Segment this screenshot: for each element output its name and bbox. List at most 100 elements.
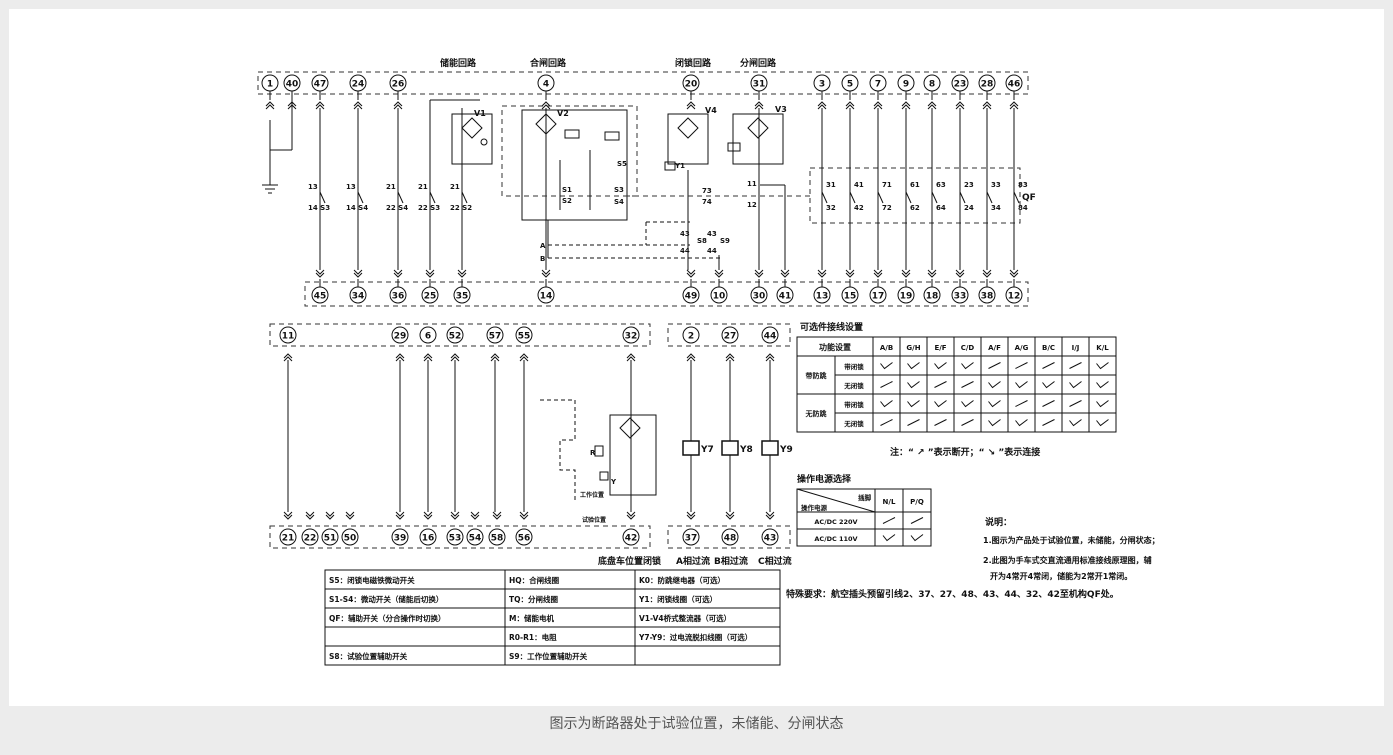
bottom-top-terminal-29-circle (391, 326, 409, 344)
top-chevron-5 (845, 101, 855, 110)
bottom-top-terminal-52-circle (446, 326, 464, 344)
power-table-diag (796, 488, 876, 513)
top-terminal-23-label: 23 (954, 80, 967, 90)
bottom-top-chevron-2 (686, 353, 696, 362)
bottom-top-terminal-57-label: 57 (489, 332, 502, 342)
bottom-bottom-chevron-43 (765, 511, 775, 520)
bottom-bottom-terminal-53-label: 53 (449, 534, 462, 544)
bottom-bottom-chevron-53 (450, 511, 460, 520)
top-bottom-terminal-15-label: 15 (844, 292, 857, 302)
bottom-top-chevron-27 (725, 353, 735, 362)
power-row-name: AC/DC 220V (814, 518, 857, 526)
connected-mark (880, 362, 893, 370)
switch-bottom-label: 14 S3 (308, 204, 330, 212)
optional-table-title: 可选件接线设置 (800, 321, 863, 333)
label-s3: S3 (614, 186, 624, 194)
power-col-head: N/L (883, 498, 896, 506)
bottom-top-terminal-32-label: 32 (625, 332, 638, 342)
switch-blade (397, 191, 404, 204)
bottom-top-chevron-55 (519, 353, 529, 362)
label-s9: S9 (720, 237, 730, 245)
top-chevron-31 (754, 101, 764, 110)
caption-b-phase: B相过流 (714, 555, 748, 567)
open-mark (1042, 419, 1055, 426)
connected-mark (1015, 419, 1028, 427)
top-bottom-terminal-49-label: 49 (685, 292, 698, 302)
bottom-bottom-frame (269, 525, 651, 549)
bottom-chevron-14 (541, 269, 551, 278)
open-mark (988, 362, 1001, 369)
qf-contact-blade (821, 191, 828, 204)
bottom-top-terminal-6-label: 6 (425, 332, 431, 342)
top-bottom-terminal-36-label: 36 (392, 292, 405, 302)
top-bottom-terminal-38-label: 38 (981, 292, 994, 302)
bottom-bottom-terminal-51-label: 51 (324, 534, 337, 544)
power-table-title: 操作电源选择 (797, 473, 852, 485)
open-mark (1015, 400, 1028, 407)
chassis-lock-block (540, 399, 657, 500)
bottom-top-terminal-27-label: 27 (724, 332, 737, 342)
open-mark (961, 381, 974, 388)
qf-contact-bottom: 24 (964, 204, 974, 212)
top-chevron-20 (686, 101, 696, 110)
opt-table-col-head: A/F (988, 344, 1001, 352)
switch-top-label: 21 (386, 183, 396, 191)
open-mark (1042, 362, 1055, 369)
bottom-chevron-25 (425, 269, 435, 278)
bottom-bottom-terminal-16-label: 16 (422, 534, 435, 544)
bottom-bottom-chevron-42 (626, 511, 636, 520)
switch-bottom-label: 14 S4 (346, 204, 368, 212)
ground-symbol (262, 100, 293, 194)
open-mark (1042, 400, 1055, 407)
legend-cell: M：储能电机 (509, 613, 554, 623)
switch-bottom-label: 22 S4 (386, 204, 408, 212)
label-v3: V3 (775, 105, 787, 114)
top-chevron-47 (315, 101, 325, 110)
coil-label-Y9: Y9 (779, 445, 793, 455)
open-mark (1069, 362, 1082, 369)
switch-bottom-label: 22 S2 (450, 204, 472, 212)
bottom-bottom-terminal-54-circle (466, 528, 484, 546)
bottom-bottom-terminal-39-label: 39 (394, 534, 407, 544)
bottom-bottom-terminal-43-label: 43 (764, 534, 777, 544)
top-bottom-terminal-14-label: 14 (540, 292, 553, 302)
qf-contact-top: 31 (826, 181, 836, 189)
label-chassis-y: Y (610, 478, 617, 486)
qf-contact-bottom: 32 (826, 204, 836, 212)
qf-contact-top: 63 (936, 181, 946, 189)
top-bottom-terminal-45-label: 45 (314, 292, 327, 302)
top-wires (265, 91, 1019, 287)
bottom-bottom-terminal-56-circle (515, 528, 533, 546)
connected-mark (1096, 362, 1109, 370)
opt-table-row-name: 无闭锁 (843, 381, 864, 390)
opt-table-col-head: G/H (906, 344, 920, 352)
qf-contact-top: 61 (910, 181, 920, 189)
open-mark (882, 517, 896, 524)
qf-contact-blade (1013, 191, 1020, 204)
switch-bottom-label: 22 S3 (418, 204, 440, 212)
bottom-bottom-terminal-39-circle (391, 528, 409, 546)
bottom-top-terminal-55-circle (515, 326, 533, 344)
legend-cell: R0-R1：电阻 (509, 632, 557, 642)
open-mark (1069, 400, 1082, 407)
label-v2: V2 (557, 109, 569, 118)
label-close-circuit: 合闸回路 (530, 57, 567, 69)
top-chevron-1 (265, 101, 275, 110)
label-s1: S1 (562, 186, 572, 194)
legend-cell: S5：闭锁电磁铁微动开关 (329, 575, 415, 585)
bottom-chevron-30 (754, 269, 764, 278)
top-chevron-7 (873, 101, 883, 110)
bottom-bottom-chevron-51 (325, 511, 335, 520)
qf-contact-bottom: 72 (882, 204, 892, 212)
label-lock-circuit: 闭锁回路 (675, 57, 712, 69)
opt-table-col-head: E/F (934, 344, 946, 352)
notes-item-2: 2.此图为手车式交直流通用标准接线原理图，辅 (983, 555, 1152, 565)
label-74: 74 (702, 198, 712, 206)
bottom-bottom-chevron-56 (519, 511, 529, 520)
top-bottom-terminal-30-label: 30 (753, 292, 766, 302)
bottom-bottom-terminal-22-circle (301, 528, 319, 546)
legend-cell: K0：防跳继电器（可选） (639, 575, 725, 585)
bottom-top-chevron-11 (283, 353, 293, 362)
